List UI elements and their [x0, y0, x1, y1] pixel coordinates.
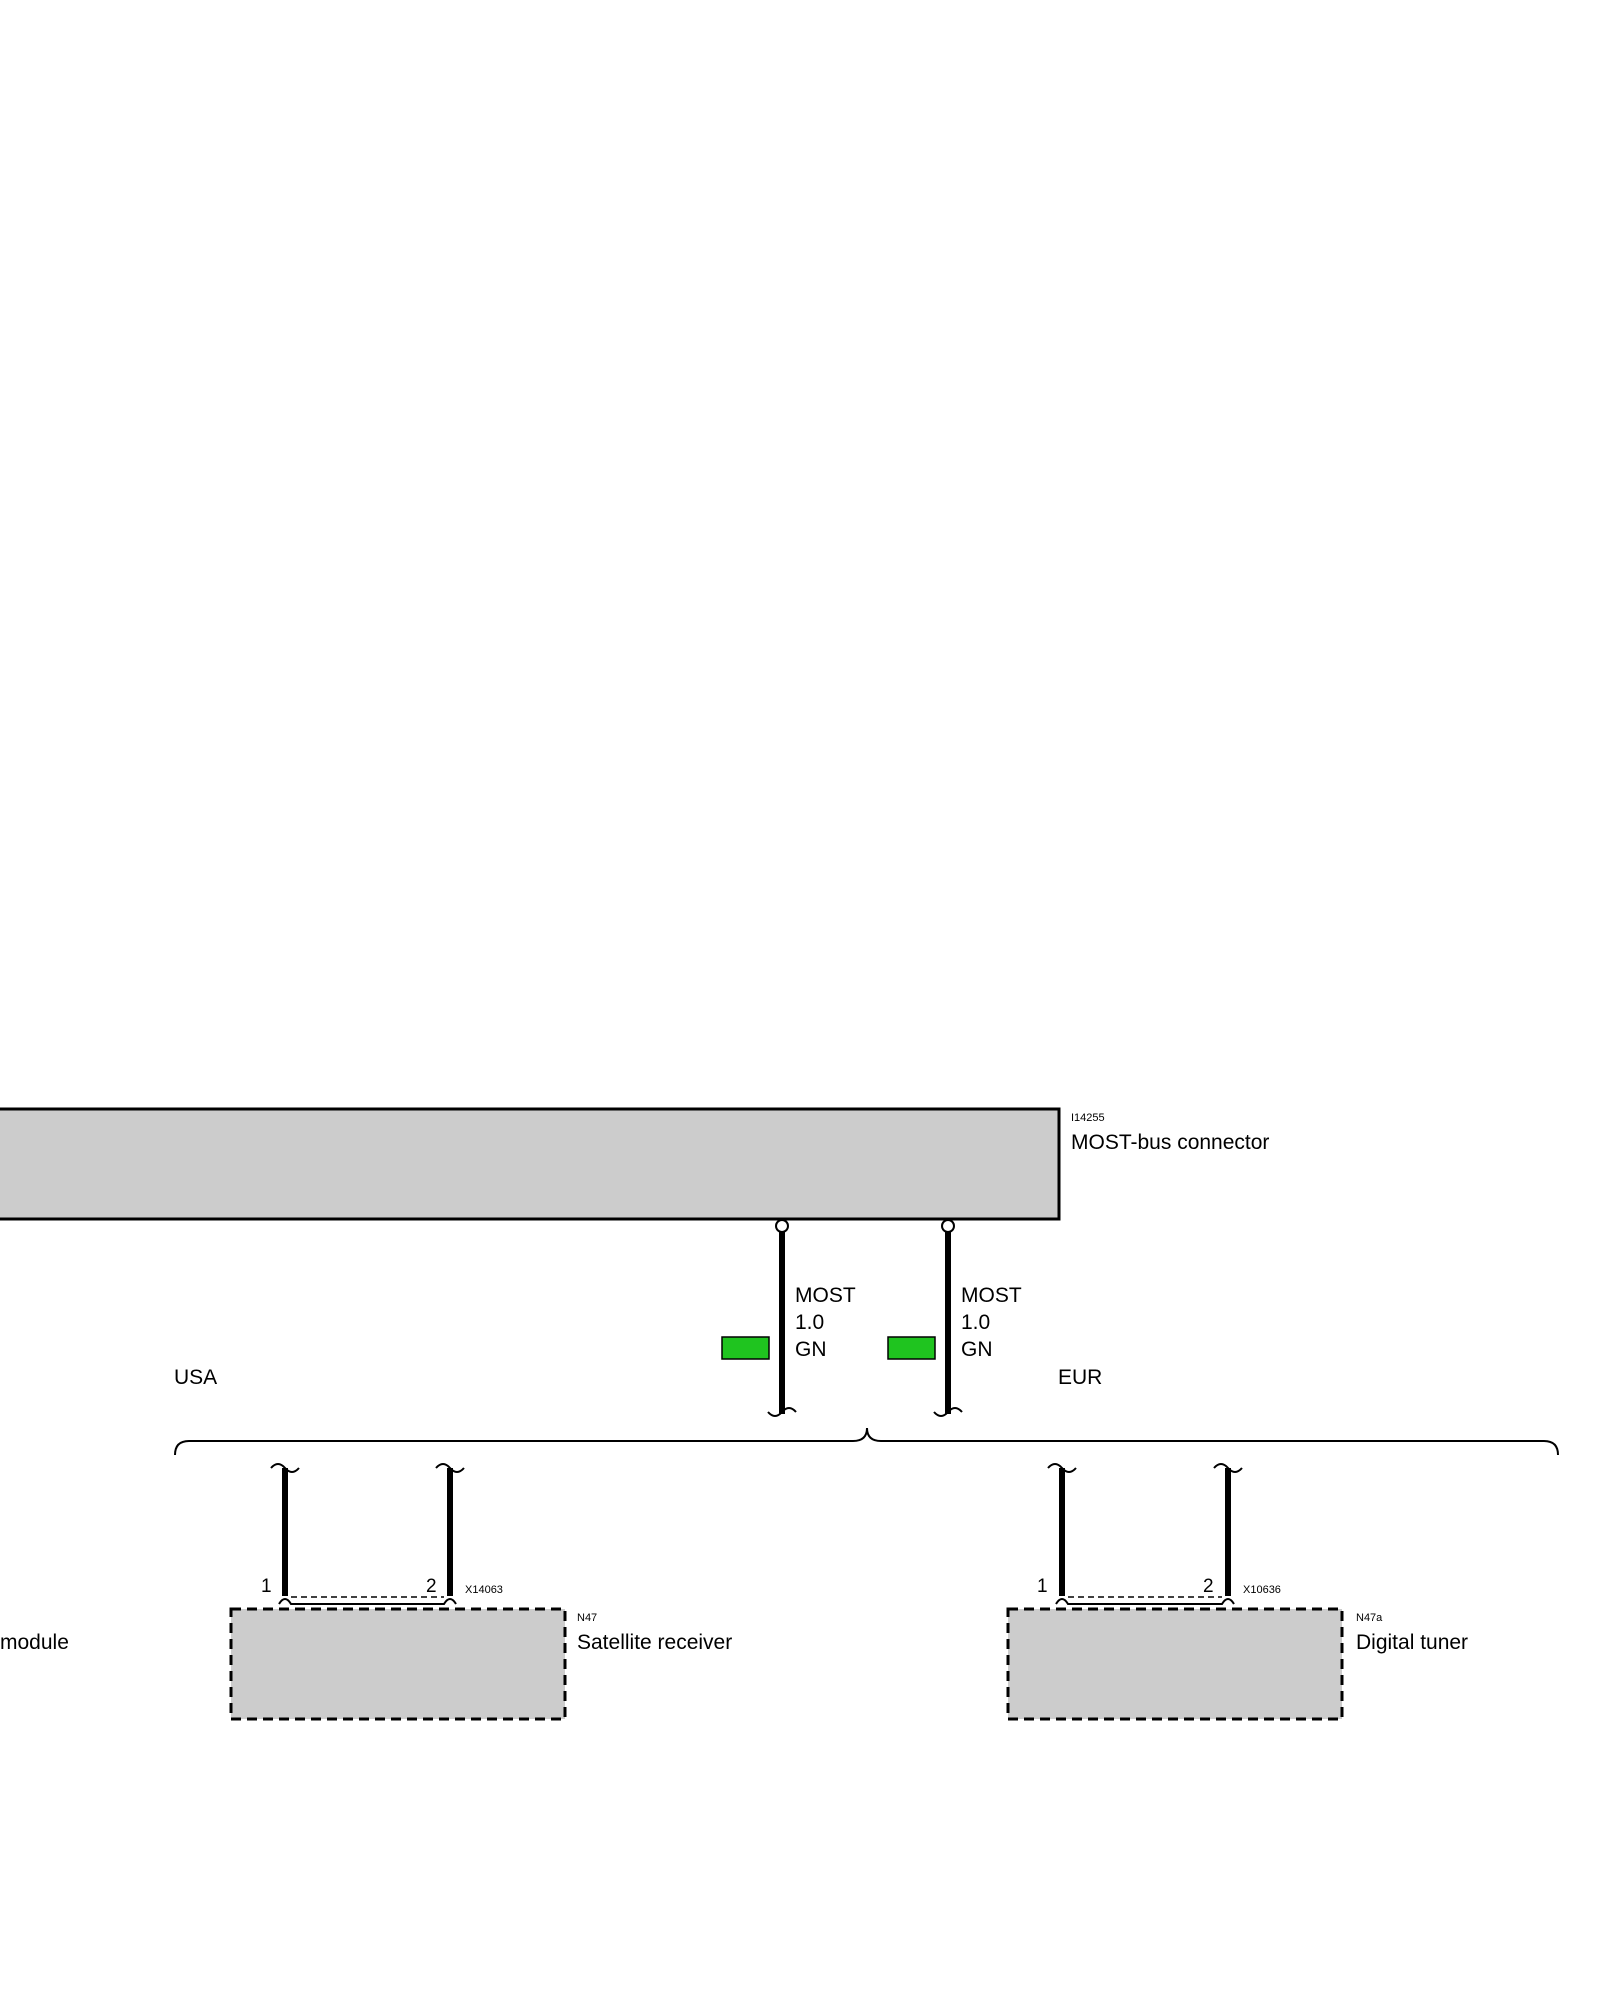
wire-1-label-3: GN: [795, 1338, 827, 1361]
wire-2-terminal: [941, 1219, 955, 1233]
digital-tuner-box: [1006, 1607, 1344, 1721]
satellite-name: Satellite receiver: [577, 1631, 732, 1654]
sat-pin-2: 2: [426, 1576, 437, 1597]
wire-2-break: [933, 1407, 963, 1417]
wire-2-label-2: 1.0: [961, 1311, 990, 1334]
wire-1-break: [767, 1407, 797, 1417]
sat-pin-1: 1: [261, 1576, 272, 1597]
wire-1-color-tag: [721, 1336, 770, 1360]
tuner-pin-2: 2: [1203, 1576, 1214, 1597]
wire-1-label-2: 1.0: [795, 1311, 824, 1334]
variant-usa: USA: [174, 1366, 217, 1389]
sat-plug-id: X14063: [465, 1584, 503, 1596]
tuner-plug-id: X10636: [1243, 1584, 1281, 1596]
tuner-plug-outline: [1055, 1598, 1235, 1605]
sat-plug-outline: [278, 1598, 457, 1605]
wire-1-label-1: MOST: [795, 1284, 856, 1307]
tuner-id: N47a: [1356, 1612, 1383, 1624]
variant-brace: [174, 1427, 1559, 1456]
connector-id: I14255: [1071, 1112, 1105, 1124]
wire-2-label-1: MOST: [961, 1284, 1022, 1307]
most-bus-connector-box: [0, 1107, 1061, 1221]
wire-1-terminal: [775, 1219, 789, 1233]
left-module-label: module: [0, 1631, 69, 1654]
tuner-pin-1: 1: [1037, 1576, 1048, 1597]
satellite-id: N47: [577, 1612, 597, 1624]
variant-eur: EUR: [1058, 1366, 1102, 1389]
satellite-receiver-box: [229, 1607, 567, 1721]
tuner-name: Digital tuner: [1356, 1631, 1468, 1654]
wire-2-label-3: GN: [961, 1338, 993, 1361]
connector-name: MOST-bus connector: [1071, 1131, 1269, 1154]
wire-2-color-tag: [887, 1336, 936, 1360]
